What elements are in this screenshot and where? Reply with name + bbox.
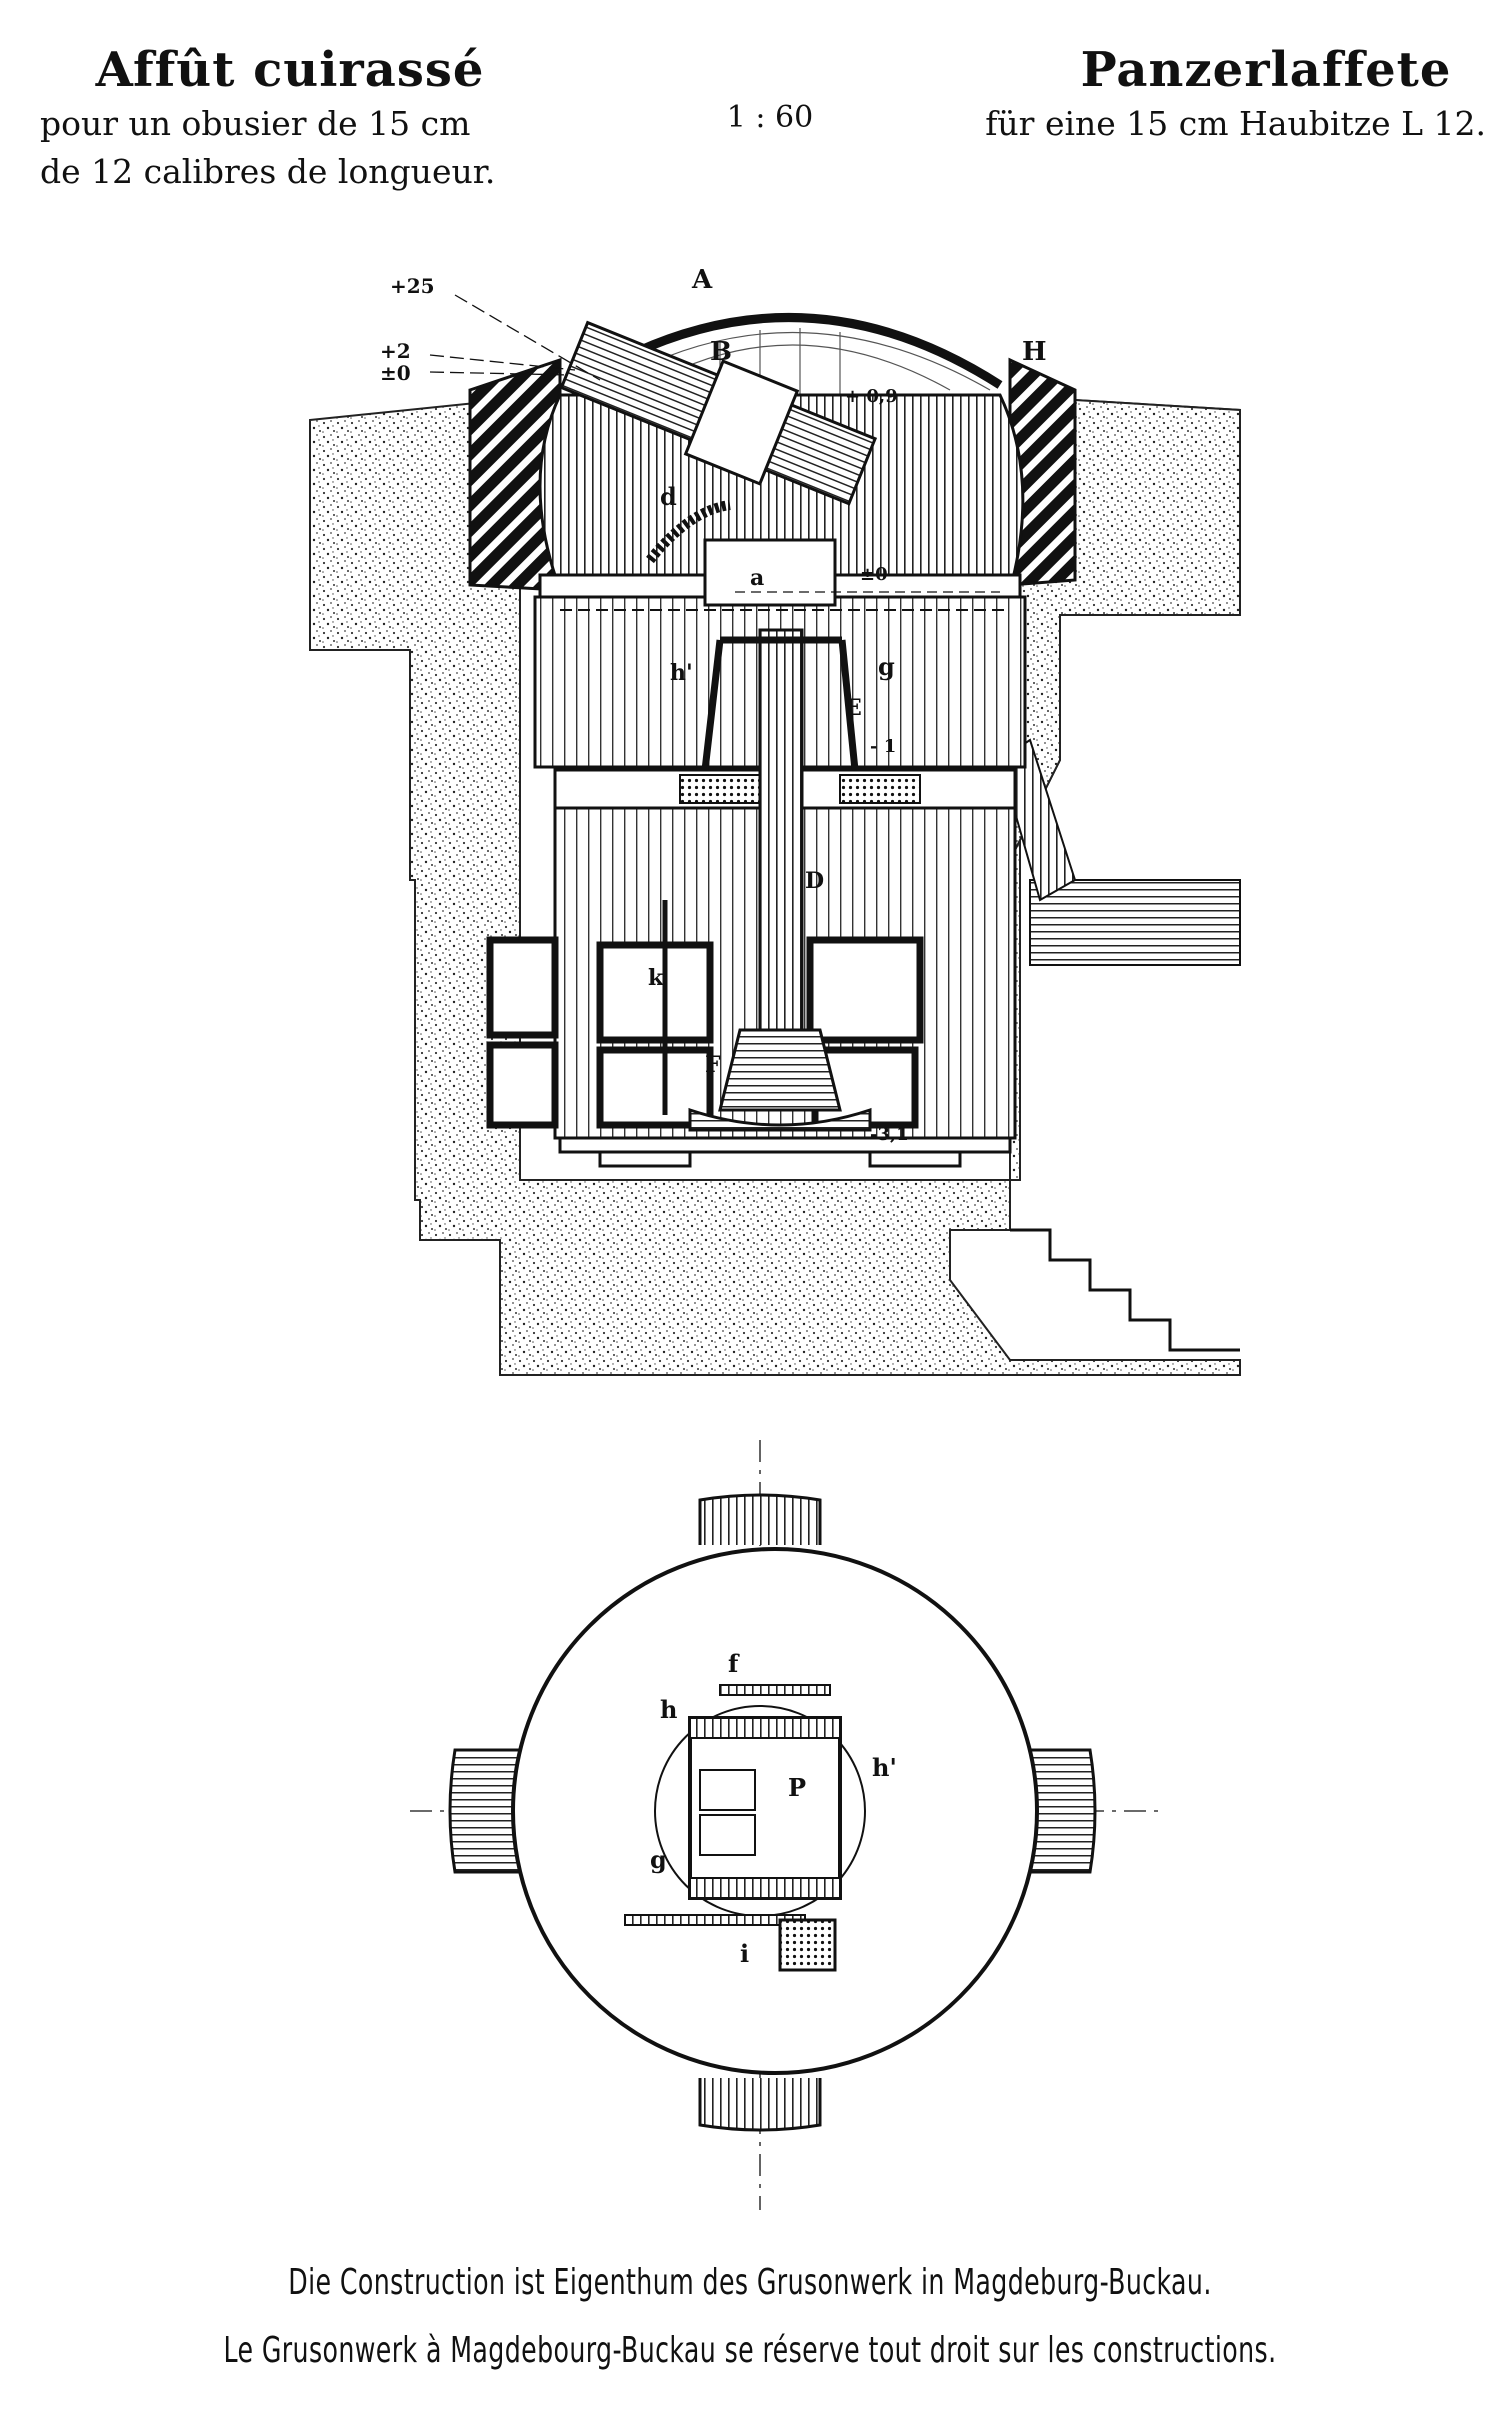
- carriage-a: [703, 538, 837, 607]
- pivot-bell-F: [718, 1028, 842, 1112]
- ammo-box: [486, 936, 559, 1039]
- plan-label-h-prime: h': [872, 1753, 897, 1782]
- label-minus31: -3,1: [870, 1124, 909, 1145]
- caption-french: Le Grusonwerk à Magdebourg-Buckau se rés…: [223, 2330, 1277, 2371]
- stair-steps: [1010, 1228, 1240, 1352]
- label-zero: ±0: [860, 564, 888, 585]
- label-B: B: [710, 337, 732, 367]
- label-plus25: +25: [390, 274, 435, 298]
- plan-label-i: i: [740, 1939, 749, 1968]
- label-k: k: [648, 965, 664, 991]
- french-title: Affût cuirassé: [95, 42, 485, 98]
- bottom-lug: [698, 2078, 822, 2132]
- column-support-E: [701, 636, 859, 771]
- label-h-prime: h': [670, 660, 693, 686]
- plan-label-g: g: [650, 1845, 667, 1874]
- label-a: a: [750, 565, 764, 591]
- plan-label-h: h: [660, 1695, 677, 1724]
- label-plus2: +2: [380, 339, 411, 363]
- label-g: g: [878, 652, 895, 681]
- label-plus09: + 0,9: [845, 386, 898, 407]
- scale-label: 1 : 60: [726, 100, 814, 135]
- french-subtitle-line1: pour un obusier de 15 cm: [40, 104, 471, 143]
- label-E: E: [845, 695, 862, 721]
- handwheel-f: [719, 1684, 831, 1696]
- label-H: H: [1022, 337, 1047, 367]
- german-subtitle-line1: für eine 15 cm Haubitze L 12.: [985, 104, 1486, 143]
- german-title: Panzerlaffete: [1080, 42, 1452, 98]
- label-pm0: ±0: [380, 361, 411, 385]
- plan-label-f: f: [728, 1649, 740, 1678]
- plan-label-P: P: [788, 1773, 806, 1802]
- central-column-D: [758, 628, 804, 1032]
- top-lug: [698, 1493, 822, 1545]
- label-A: A: [691, 265, 713, 295]
- label-minus1: - 1: [870, 736, 896, 757]
- gear-i: [624, 1914, 806, 1926]
- french-subtitle-line2: de 12 calibres de longueur.: [40, 152, 496, 191]
- german-title-block: Panzerlaffete für eine 15 cm Haubitze L …: [926, 40, 1486, 148]
- ammo-box: [596, 941, 714, 1044]
- elevation-lines: [429, 294, 1000, 593]
- ammo-box: [806, 936, 924, 1044]
- label-d: d: [660, 482, 677, 511]
- floor-plate: [558, 1136, 1012, 1154]
- french-title-block: Affût cuirassé pour un obusier de 15 cm …: [40, 40, 560, 196]
- section-view: +25 +2 ±0 A B H + 0,9 d a ±0 h' g E - 1 …: [309, 265, 1241, 1376]
- label-D: D: [805, 868, 824, 894]
- caption-german: Die Construction ist Eigenthum des Gruso…: [288, 2262, 1212, 2303]
- plan-view: f h P h' g i: [410, 1440, 1160, 2210]
- ammo-hoist: [778, 1918, 837, 1972]
- howitzer: [559, 320, 878, 506]
- left-lug: [448, 1748, 530, 1874]
- ammo-box: [486, 1041, 559, 1129]
- label-F: F: [705, 1052, 721, 1078]
- side-corridor: [1029, 879, 1241, 966]
